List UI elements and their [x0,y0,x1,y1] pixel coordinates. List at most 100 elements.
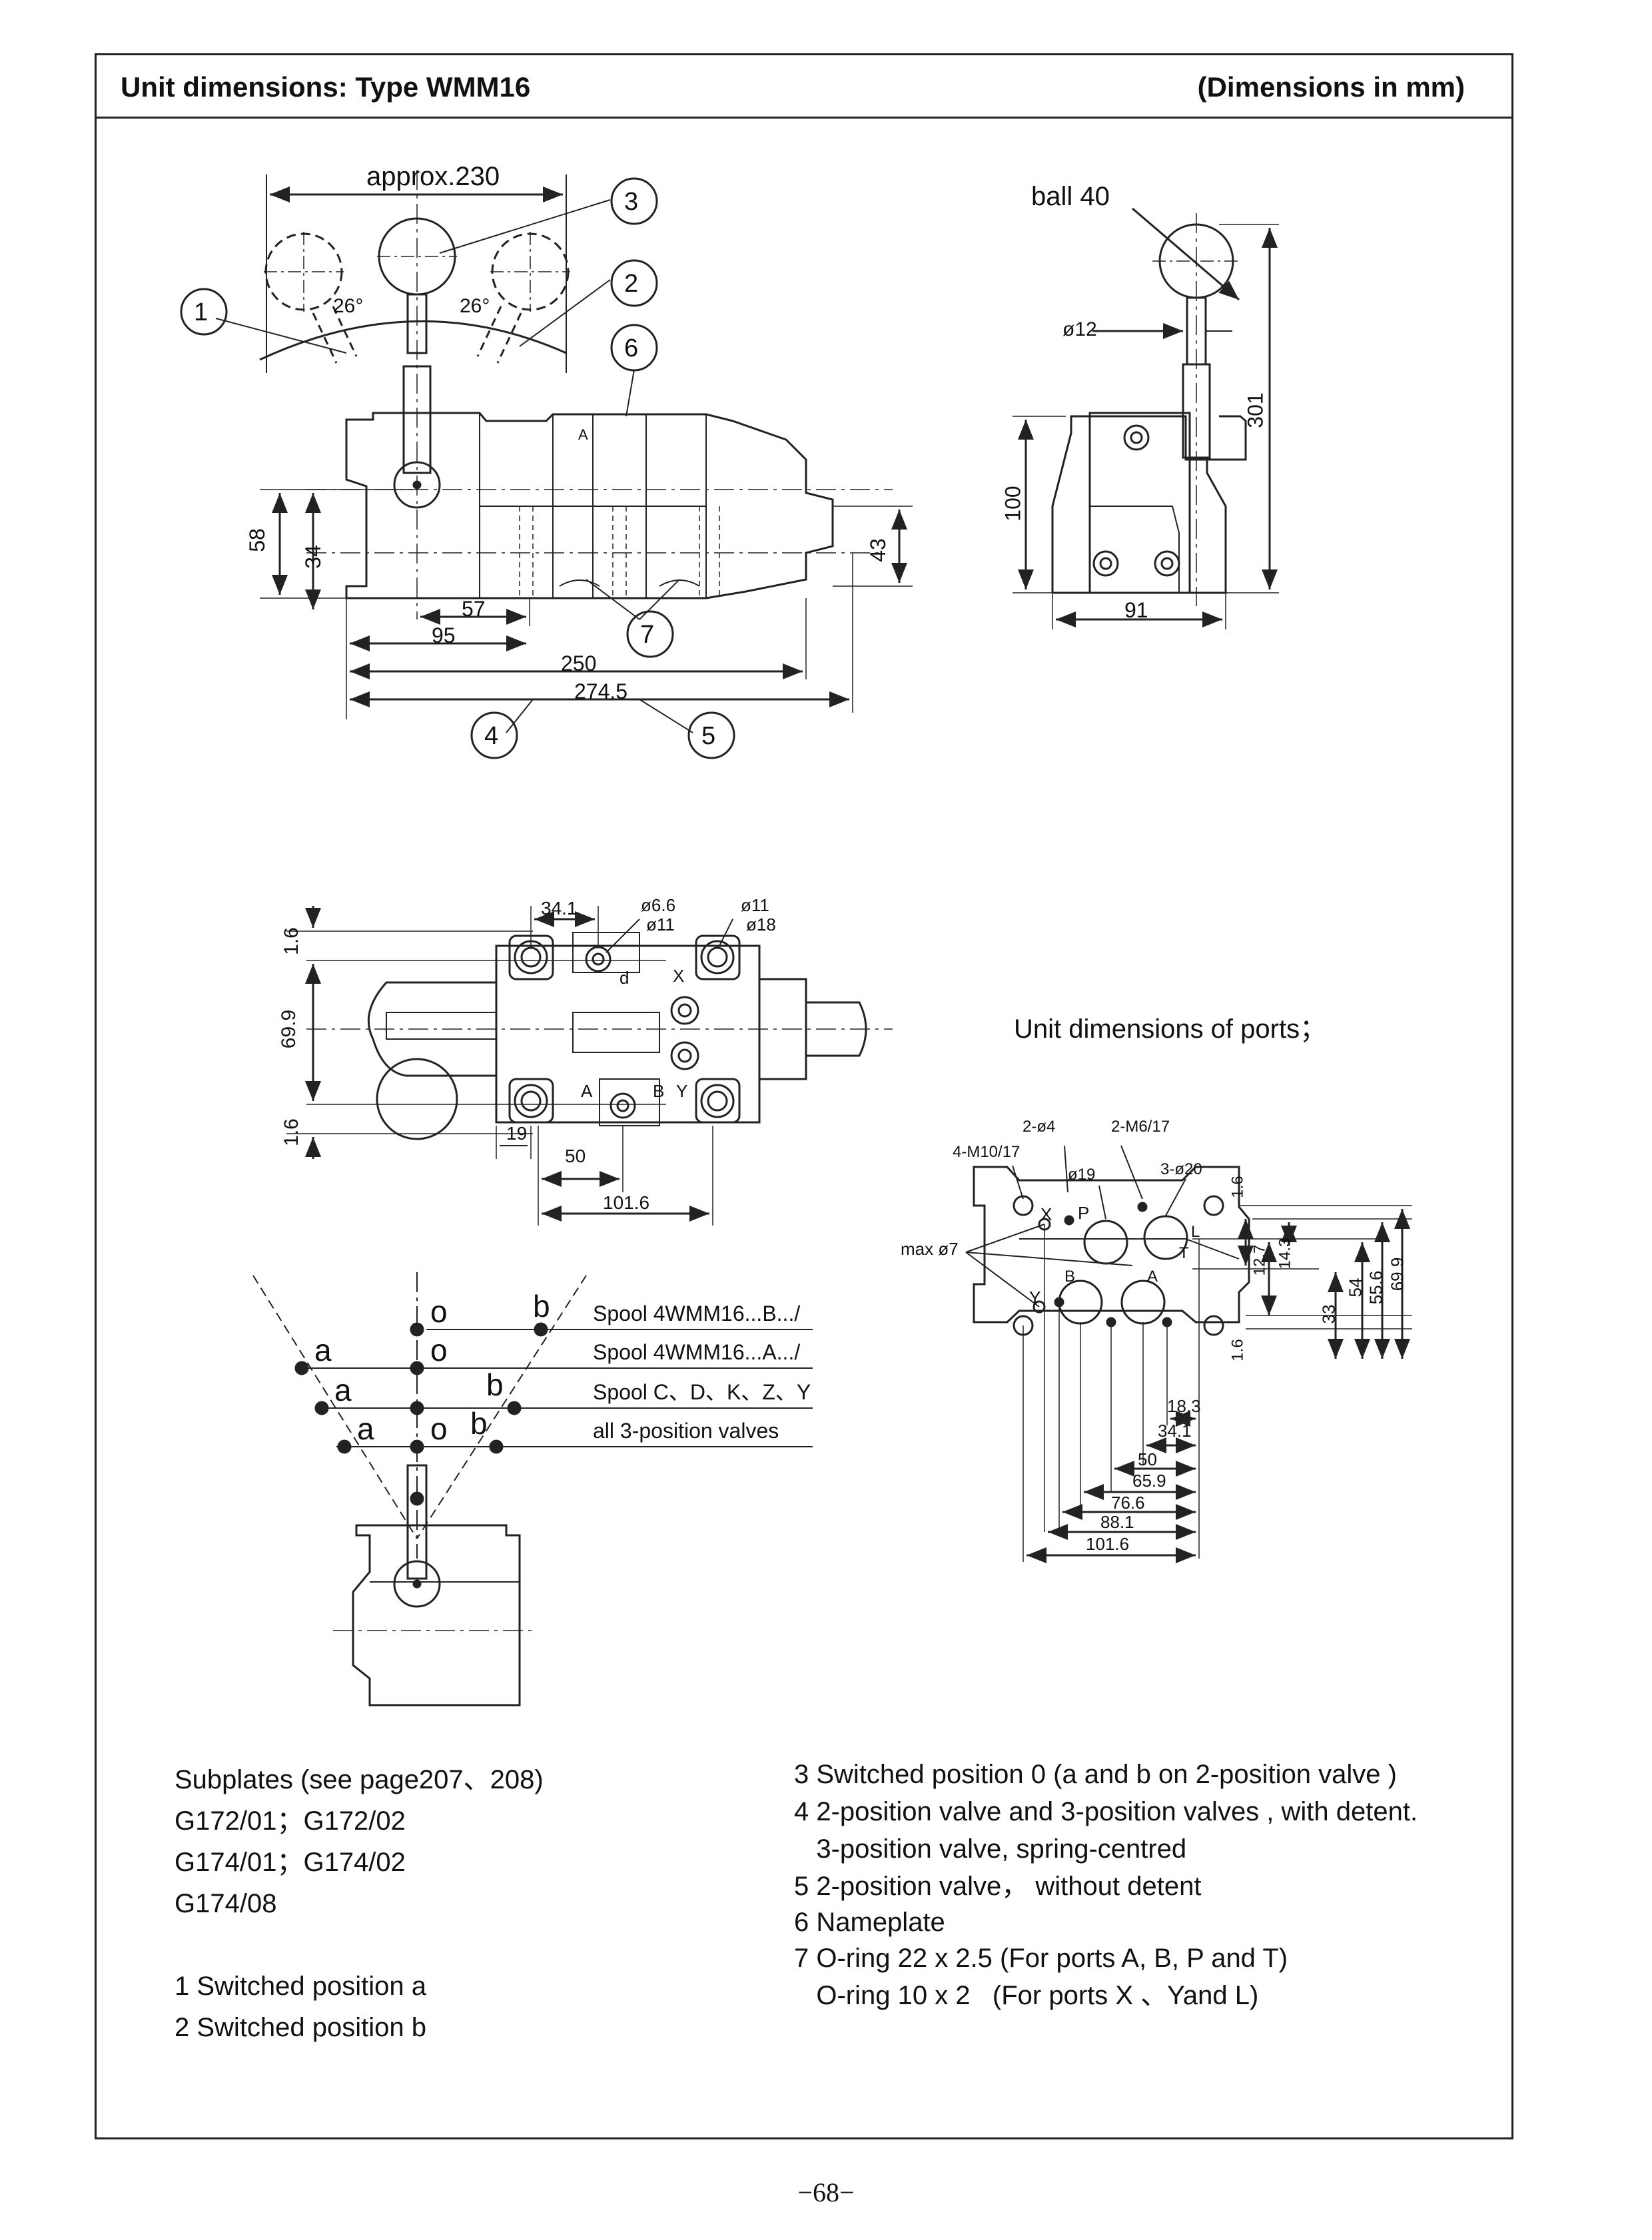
label-d6-6: ø6.6 [641,895,676,915]
label-v55-6: 55.6 [1366,1270,1386,1305]
ports-view [965,1145,1412,1563]
note-g172: G172/01；G172/02 [175,1806,406,1836]
label-301: 301 [1243,392,1268,428]
front-view [180,170,913,759]
label-50: 50 [565,1146,586,1166]
callout-1-label: 1 [194,298,208,326]
label-port-x: X [673,966,685,986]
callout-2-label: 2 [624,270,639,298]
note-7b: O-ring 10 x 2 (For ports X 、Yand L) [794,1981,1259,2010]
label-approx230: approx.230 [366,162,500,191]
label-port-b-top: B [653,1081,665,1101]
label-port-p: P [1078,1203,1090,1223]
callout-7-label: 7 [640,621,655,649]
label-34-1: 34.1 [541,898,578,919]
page-frame: Unit dimensions: Type WMM16 (Dimensions … [95,53,1513,2139]
spool-letter-o2: o [430,1333,448,1367]
valve-body-outline [345,412,834,599]
label-d12: ø12 [1062,318,1097,340]
port-T [1143,1215,1188,1260]
label-port-a-top: A [581,1081,593,1101]
label-43: 43 [865,538,890,562]
label-v1-6b: 1.6 [1228,1339,1247,1361]
label-max-d7: max ø7 [901,1239,959,1259]
port-P [1083,1220,1128,1265]
label-b65-9: 65.9 [1132,1471,1166,1491]
note-5: 5 2-position valve， without detent [794,1872,1202,1901]
note-6: 6 Nameplate [794,1908,945,1937]
callout-5 [687,711,735,759]
label-v69-9: 69.9 [1387,1257,1408,1292]
label-angle-a: 26° [333,295,364,317]
label-v33: 33 [1318,1304,1339,1324]
spool-letter-b1: b [533,1289,550,1323]
label-250: 250 [561,651,597,675]
spool-line-1: Spool 4WMM16...B.../ [593,1302,801,1325]
callout-1 [180,288,228,336]
label-58: 58 [244,528,269,552]
note-4: 4 2-position valve and 3-position valves… [794,1797,1418,1826]
callout-6-label: 6 [624,334,639,362]
label-port-d: d [620,968,629,988]
note-4b: 3-position valve, spring-centred [794,1834,1187,1864]
label-57: 57 [462,597,486,621]
callout-3-label: 3 [624,188,639,216]
label-d11b: ø11 [741,895,769,915]
label-2-m6: 2-M6/17 [1111,1118,1170,1136]
dim-line-ball40 [1132,207,1240,301]
spool-letter-o1: o [430,1294,448,1329]
spool-body-outline [352,1524,521,1706]
spool-letter-a2: a [314,1333,332,1367]
header-bar: Unit dimensions: Type WMM16 (Dimensions … [97,55,1511,119]
note-7: 7 O-ring 22 x 2.5 (For ports A, B, P and… [794,1944,1288,1973]
label-3-d20: 3-ø20 [1160,1160,1202,1178]
page-title: Unit dimensions: Type WMM16 [121,71,531,103]
spool-letter-a4: a [357,1411,374,1446]
label-port-y-top: Y [676,1081,688,1101]
note-2: 2 Switched position b [175,2013,427,2042]
label-v54: 54 [1345,1278,1366,1298]
label-v14-3: 14.3 [1276,1238,1294,1270]
label-port-b: B [1064,1268,1076,1286]
label-19: 19 [506,1123,528,1144]
label-d19: ø19 [1068,1166,1096,1184]
label-b34-1: 34.1 [1158,1421,1192,1441]
ports-outline [973,1166,1250,1323]
ports-title: Unit dimensions of ports； [1014,1014,1327,1044]
callout-4 [470,711,518,759]
label-1-6a: 1.6 [280,927,302,955]
label-91: 91 [1124,598,1148,622]
spool-letter-b3: b [486,1367,504,1402]
label-4-m10: 4-M10/17 [953,1143,1021,1161]
callout-4-label: 4 [484,722,499,750]
callout-2 [610,259,658,307]
port-B [1058,1280,1103,1325]
label-v12-7: 12.7 [1250,1244,1269,1276]
note-subplates: Subplates (see page207、208) [175,1765,544,1794]
label-b101-6: 101.6 [1086,1534,1130,1554]
page-number: −68− [797,2177,855,2207]
label-b88-1: 88.1 [1100,1512,1134,1532]
note-3: 3 Switched position 0 (a and b on 2-posi… [794,1760,1397,1789]
label-2-d4: 2-ø4 [1023,1118,1056,1136]
port-A [1120,1280,1166,1325]
top-view [286,906,893,1226]
note-1: 1 Switched position a [175,1972,427,2001]
spool-line-2: Spool 4WMM16...A.../ [593,1340,801,1364]
spool-letter-a3: a [334,1373,352,1407]
spool-positions-view [252,1272,813,1706]
callout-6 [610,324,658,372]
label-274-5: 274.5 [574,679,628,703]
spool-letter-o4: o [430,1411,448,1446]
label-d11a: ø11 [646,915,675,934]
label-d18: ø18 [746,915,776,934]
label-34: 34 [300,545,325,569]
label-b76-6: 76.6 [1111,1493,1145,1513]
callout-7 [626,610,674,658]
units-note: (Dimensions in mm) [1197,71,1465,103]
label-port-l: L [1191,1223,1200,1241]
spool-line-4: all 3-position valves [593,1419,779,1443]
label-angle-b: 26° [460,295,490,317]
spool-line-3: Spool C、D、K、Z、Y [593,1380,811,1404]
